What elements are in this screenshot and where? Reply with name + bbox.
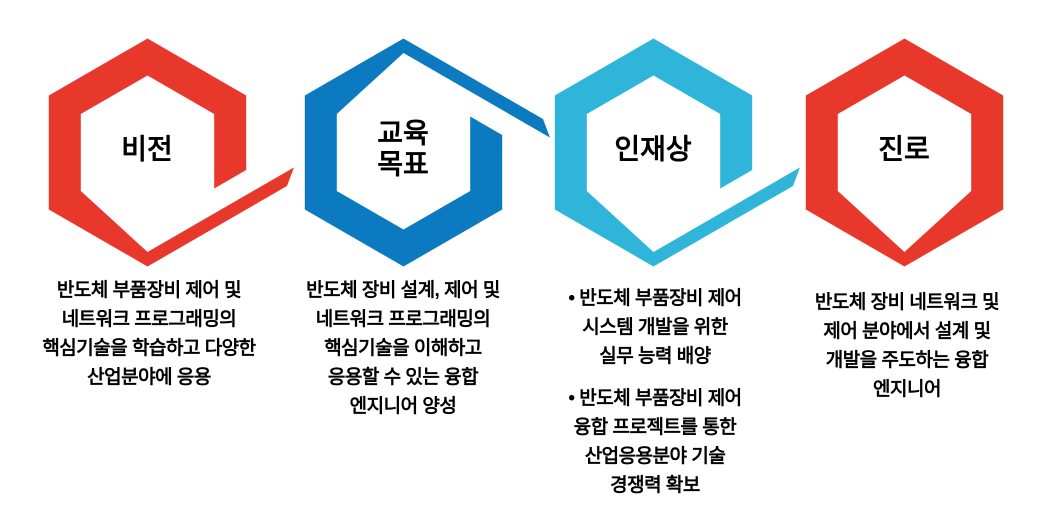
career-description: 반도체 장비 네트워크 및 제어 분야에서 설계 및 개발을 주도하는 융합 엔… (778, 288, 1036, 404)
description-line: 실무 능력 배양 (599, 346, 711, 367)
description-line: 제어 분야에서 설계 및 (823, 321, 991, 342)
label-line: 목표 (377, 148, 429, 180)
description-line: 산업응용분야 기술 (584, 446, 726, 467)
education-goal-description: 반도체 장비 설계, 제어 및 네트워크 프로그래밍의 핵심기술을 이해하고 응… (274, 276, 532, 421)
description-line: 네트워크 프로그래밍의 (61, 309, 237, 330)
description-line: 엔지니어 (873, 379, 941, 400)
description-line: 네트워크 프로그래밍의 (315, 309, 491, 330)
description-line: 경쟁력 확보 (610, 475, 700, 496)
description-line: 개발을 주도하는 융합 (825, 350, 989, 371)
label-line: 비전 (121, 133, 173, 165)
bullet-item: • 반도체 부품장비 제어 융합 프로젝트를 통한 산업응용분야 기술 경쟁력 … (526, 384, 784, 500)
vision-description: 반도체 부품장비 제어 및 네트워크 프로그래밍의 핵심기술을 학습하고 다양한… (20, 276, 278, 392)
description-line: • 반도체 부품장비 제어 (568, 388, 742, 409)
description-line: 반도체 장비 설계, 제어 및 (306, 280, 500, 301)
description-line: 반도체 장비 네트워크 및 (814, 292, 1000, 313)
talent-description: • 반도체 부품장비 제어 시스템 개발을 위한 실무 능력 배양 • 반도체 … (526, 284, 784, 500)
career-label: 진로 (809, 134, 999, 165)
vision-label: 비전 (52, 134, 242, 165)
description-line: • 반도체 부품장비 제어 (568, 288, 742, 309)
description-line: 시스템 개발을 위한 (582, 317, 728, 338)
description-line: 엔지니어 양성 (349, 396, 457, 417)
description-line: 반도체 부품장비 제어 및 (56, 280, 242, 301)
label-line: 진로 (878, 133, 930, 165)
description-line: 산업분야에 응용 (87, 367, 211, 388)
education-goal-label: 교육 목표 (308, 117, 498, 180)
bullet-item: • 반도체 부품장비 제어 시스템 개발을 위한 실무 능력 배양 (526, 284, 784, 371)
description-line: 융합 프로젝트를 통한 (573, 417, 737, 438)
description-line: 핵심기술을 학습하고 다양한 (42, 338, 256, 359)
label-line: 인재상 (614, 133, 692, 165)
description-line: 핵심기술을 이해하고 (324, 338, 482, 359)
label-line: 교육 (377, 117, 429, 149)
talent-label: 인재상 (558, 134, 748, 165)
description-line: 응용할 수 있는 융합 (327, 367, 479, 388)
